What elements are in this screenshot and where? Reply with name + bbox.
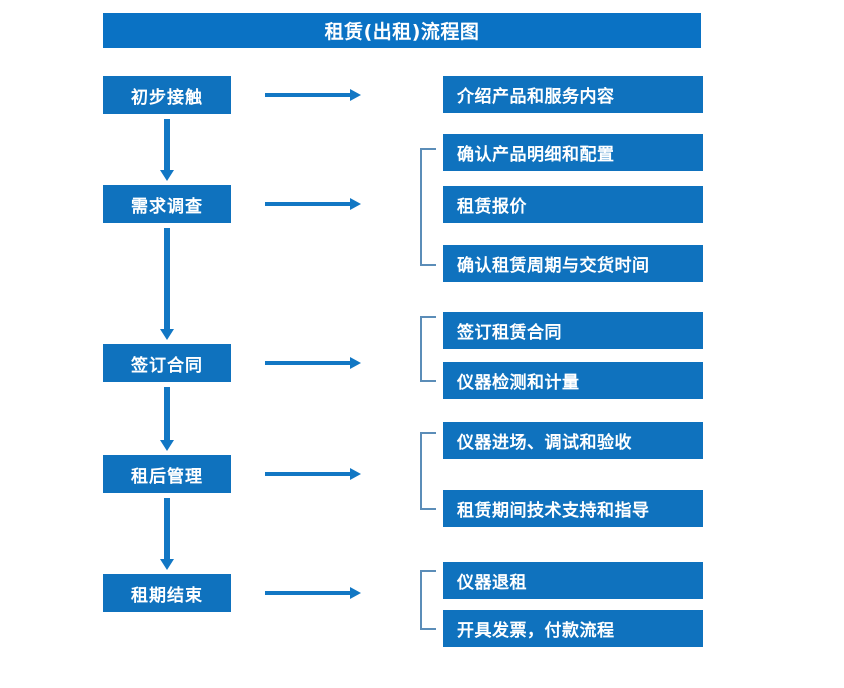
detail-box-2[interactable]: 确认产品明细和配置 — [443, 134, 703, 171]
detail-box-9[interactable]: 仪器退租 — [443, 562, 703, 599]
arrow-shaft — [265, 472, 351, 476]
arrow-shaft — [265, 591, 351, 595]
detail-box-8[interactable]: 租赁期间技术支持和指导 — [443, 490, 703, 527]
arrow-head-icon — [160, 559, 174, 570]
detail-box-4[interactable]: 确认租赁周期与交货时间 — [443, 245, 703, 282]
arrow-head-icon — [350, 89, 361, 101]
arrow-shaft — [265, 202, 351, 206]
down-arrow-4-to-5 — [160, 498, 174, 570]
arrow-head-icon — [350, 357, 361, 369]
arrow-head-icon — [350, 468, 361, 480]
arrow-head-icon — [350, 198, 361, 210]
page-title: 租赁(出租)流程图 — [103, 13, 701, 48]
arrow-shaft — [265, 361, 351, 365]
right-arrow-stage-2 — [265, 198, 361, 210]
arrow-head-icon — [160, 329, 174, 340]
group-bracket-stage-5 — [420, 570, 436, 630]
stage-box-1[interactable]: 初步接触 — [103, 76, 231, 114]
arrow-shaft — [164, 498, 170, 559]
down-arrow-3-to-4 — [160, 387, 174, 451]
group-bracket-stage-4 — [420, 432, 436, 510]
detail-box-3[interactable]: 租赁报价 — [443, 186, 703, 223]
stage-box-3[interactable]: 签订合同 — [103, 344, 231, 382]
arrow-shaft — [164, 228, 170, 329]
arrow-shaft — [265, 93, 351, 97]
detail-box-7[interactable]: 仪器进场、调试和验收 — [443, 422, 703, 459]
right-arrow-stage-4 — [265, 468, 361, 480]
right-arrow-stage-1 — [265, 89, 361, 101]
arrow-head-icon — [160, 170, 174, 181]
stage-box-2[interactable]: 需求调查 — [103, 185, 231, 223]
arrow-head-icon — [350, 587, 361, 599]
detail-box-10[interactable]: 开具发票，付款流程 — [443, 610, 703, 647]
arrow-shaft — [164, 119, 170, 170]
down-arrow-2-to-3 — [160, 228, 174, 340]
right-arrow-stage-5 — [265, 587, 361, 599]
detail-box-6[interactable]: 仪器检测和计量 — [443, 362, 703, 399]
stage-box-4[interactable]: 租后管理 — [103, 455, 231, 493]
stage-box-5[interactable]: 租期结束 — [103, 574, 231, 612]
detail-box-5[interactable]: 签订租赁合同 — [443, 312, 703, 349]
group-bracket-stage-3 — [420, 316, 436, 382]
arrow-head-icon — [160, 440, 174, 451]
arrow-shaft — [164, 387, 170, 440]
right-arrow-stage-3 — [265, 357, 361, 369]
down-arrow-1-to-2 — [160, 119, 174, 181]
detail-box-1[interactable]: 介绍产品和服务内容 — [443, 76, 703, 113]
group-bracket-stage-2 — [420, 148, 436, 266]
